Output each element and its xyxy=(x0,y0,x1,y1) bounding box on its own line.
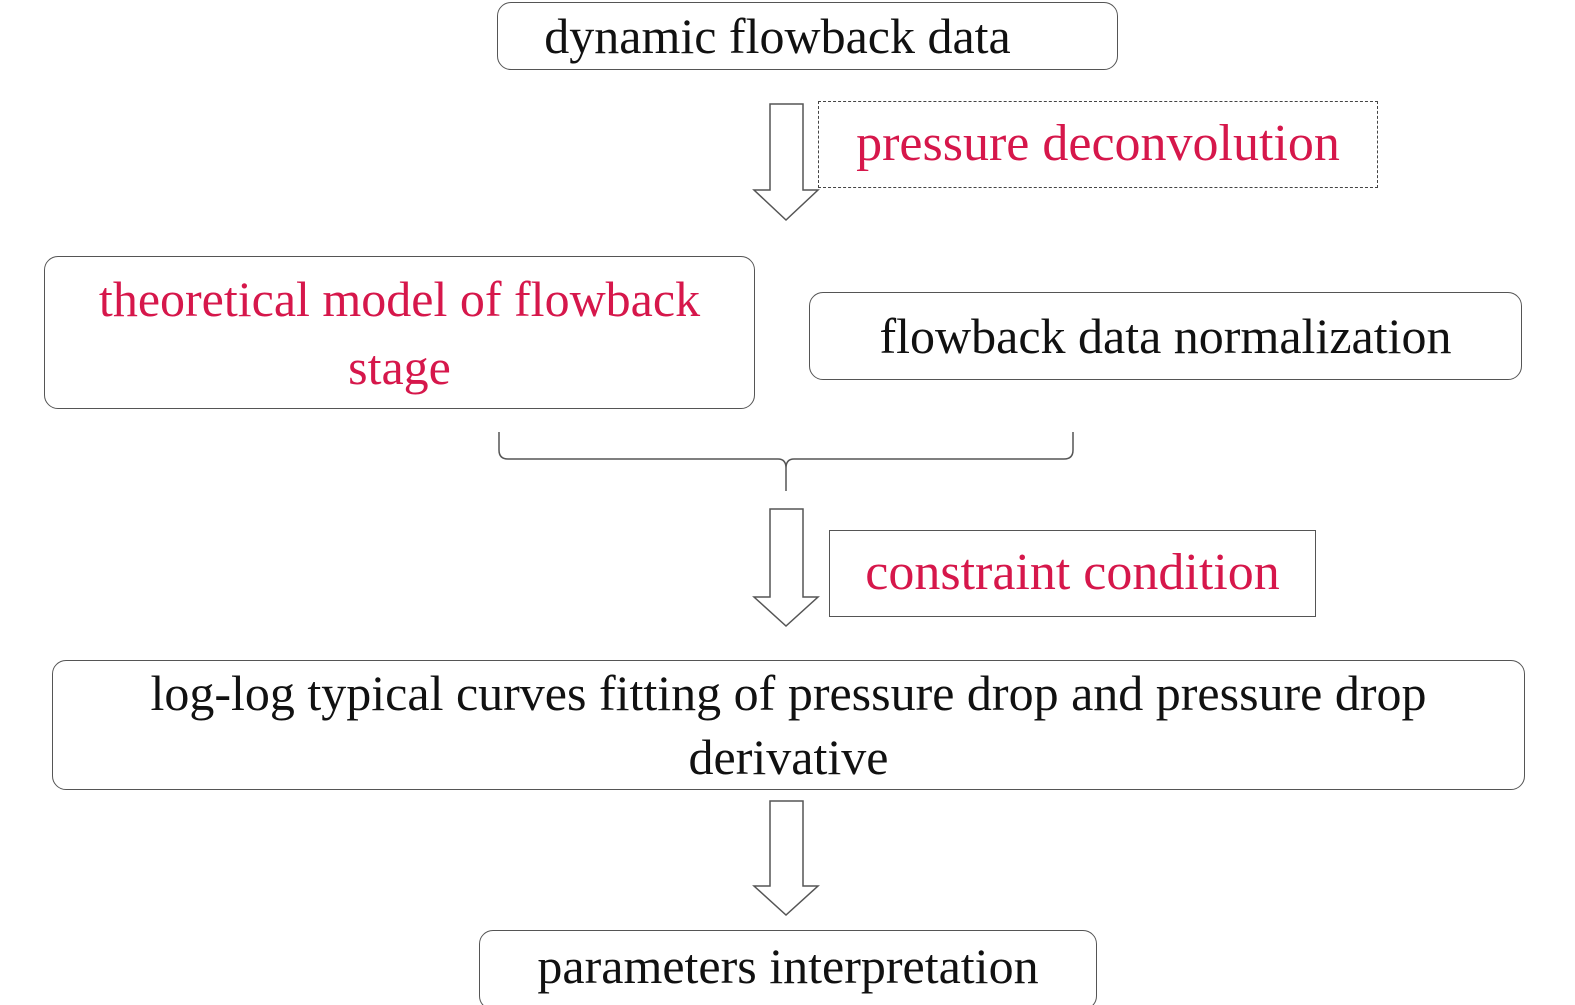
node-pressure-deconvolution: pressure deconvolution xyxy=(818,101,1378,188)
arrow-down-3 xyxy=(752,800,820,917)
arrow-down-1 xyxy=(752,103,820,222)
node-curve-fitting: log-log typical curves fitting of pressu… xyxy=(52,660,1525,790)
node-constraint-condition: constraint condition xyxy=(829,530,1316,617)
node-label: theoretical model of flowback stage xyxy=(98,270,701,395)
node-label: constraint condition xyxy=(865,544,1280,602)
node-theoretical-model: theoretical model of flowback stage xyxy=(44,256,755,409)
node-label: flowback data normalization xyxy=(879,308,1452,364)
node-label: log-log typical curves fitting of pressu… xyxy=(150,665,1427,785)
node-dynamic-flowback-data: dynamic flowback data xyxy=(497,2,1118,70)
node-label: dynamic flowback data xyxy=(544,8,1011,64)
merge-bracket xyxy=(498,432,1074,491)
node-flowback-data-normalization: flowback data normalization xyxy=(809,292,1522,380)
node-label: pressure deconvolution xyxy=(856,115,1340,173)
node-parameters-interpretation: parameters interpretation xyxy=(479,930,1097,1005)
node-label: parameters interpretation xyxy=(537,938,1039,994)
arrow-down-2 xyxy=(752,508,820,628)
